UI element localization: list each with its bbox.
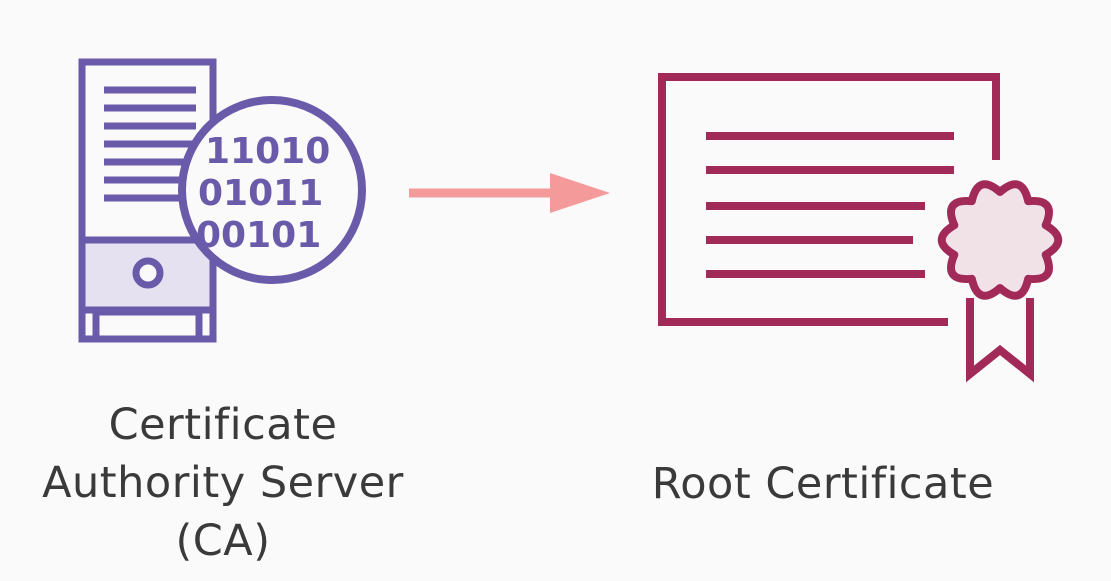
binary-row: 00101 (196, 215, 321, 256)
magnifier-binary-icon: 11010 01011 00101 (178, 96, 366, 284)
label-line: Root Certificate (651, 459, 995, 509)
ca-server-label: Certificate Authority Server (CA) (0, 396, 446, 570)
label-line: Certificate (108, 400, 338, 450)
label-line: Authority Server (42, 458, 404, 508)
root-certificate-label: Root Certificate (590, 455, 1056, 513)
seal-ribbon-icon (937, 180, 1063, 383)
certificate-icon (658, 73, 1000, 326)
right-arrow-icon (409, 173, 610, 213)
binary-row: 11010 (205, 131, 330, 172)
binary-row: 01011 (198, 173, 323, 214)
certificate-text-lines (706, 132, 954, 278)
label-line: (CA) (175, 516, 271, 566)
